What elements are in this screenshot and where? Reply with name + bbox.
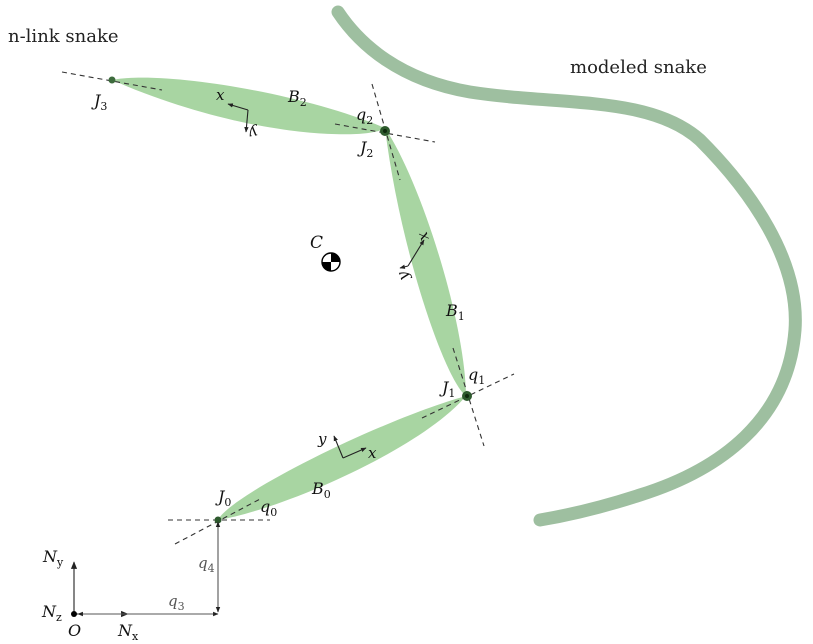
label-q4: q4 — [198, 554, 215, 575]
label-b1: B1 — [445, 301, 465, 323]
label-q3: q3 — [168, 592, 185, 613]
joint-j3 — [108, 76, 116, 84]
frame-b1 — [399, 239, 425, 269]
label-j2: J2 — [357, 138, 373, 160]
label-q2: q2 — [356, 105, 373, 127]
label-b1-y: y — [393, 269, 413, 285]
link-b2 — [112, 77, 385, 135]
j1-dashed-line-a — [452, 347, 485, 447]
label-j1: J1 — [439, 378, 455, 400]
j2-dashed-line-a — [334, 123, 436, 143]
modeled-snake-curve — [331, 5, 802, 527]
label-q0: q0 — [260, 497, 277, 519]
label-q1: q1 — [468, 365, 485, 387]
label-nx: Nx — [117, 621, 139, 643]
label-b0-y: y — [317, 430, 327, 448]
label-c: C — [310, 233, 323, 253]
label-b2-x: x — [216, 86, 225, 104]
link-b1 — [385, 128, 466, 396]
label-b2-y: y — [247, 123, 260, 142]
label-b2: B2 — [287, 87, 307, 109]
modeled-snake-title: modeled snake — [570, 57, 707, 78]
frame-b0 — [333, 435, 367, 459]
label-j3: J3 — [91, 91, 107, 113]
j3-dashed-line — [61, 71, 163, 91]
label-nz: Nz — [41, 602, 62, 624]
link-b0 — [218, 396, 466, 520]
nlink-title: n-link snake — [8, 26, 119, 47]
origin-dot — [71, 611, 77, 617]
label-b0: B0 — [311, 479, 331, 501]
j1-dashed-line-b — [421, 373, 515, 419]
label-origin: O — [68, 621, 81, 640]
label-ny: Ny — [42, 547, 64, 569]
label-j0: J0 — [215, 487, 231, 509]
frame-b2 — [227, 103, 249, 133]
label-b0-x: x — [368, 444, 377, 462]
center-of-mass-icon — [321, 252, 341, 272]
